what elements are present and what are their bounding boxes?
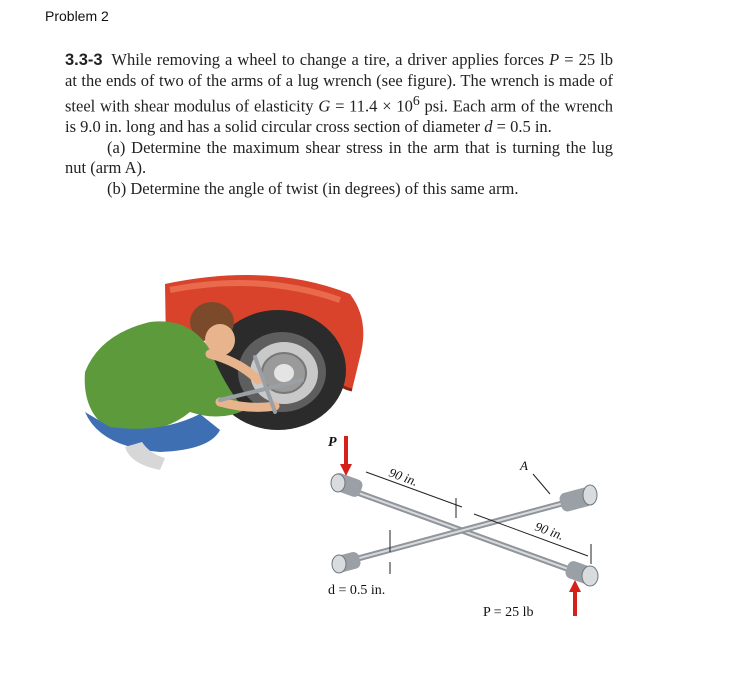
problem-statement: 3.3-3 While removing a wheel to change a… — [65, 50, 613, 199]
socket-top-right — [559, 484, 598, 512]
shear-rest: psi. Each arm of the wrench is 9.0 in. l… — [65, 96, 614, 137]
socket-bottom-left — [331, 551, 361, 574]
socket-top-left — [330, 473, 363, 497]
driver-illustration — [84, 302, 280, 470]
force-label-top: P — [328, 435, 337, 450]
arm-a-label: A — [519, 458, 528, 473]
diameter-equation: = 0.5 in. — [492, 117, 552, 136]
problem-intro: While removing a wheel to change a tire,… — [111, 50, 550, 69]
problem-title: Problem 2 — [45, 8, 109, 24]
shear-exponent: 6 — [412, 93, 420, 108]
problem-number: 3.3-3 — [65, 51, 103, 69]
socket-bottom-right — [565, 561, 599, 587]
force-arrow-top — [340, 436, 352, 476]
part-b: (b) Determine the angle of twist (in deg… — [107, 178, 519, 198]
force-symbol: P — [549, 50, 560, 69]
lug-wrench-figure: P 90 in. A 90 in. d = 0.5 in. P = 25 lb — [84, 275, 599, 620]
dimension-lines — [365, 471, 592, 574]
lug-wrench-diagram: P 90 in. A 90 in. d = 0.5 in. P = 25 lb — [328, 435, 599, 620]
problem-body: 3.3-3 While removing a wheel to change a… — [65, 50, 613, 138]
shear-symbol: G — [318, 96, 331, 116]
length-label-2: 90 in. — [533, 519, 566, 543]
diameter-symbol: d — [484, 117, 493, 136]
force-arrow-bottom — [569, 580, 581, 616]
shear-equation: = 11.4 × 10 — [330, 96, 413, 116]
part-a: (a) Determine the maximum shear stress i… — [65, 137, 613, 178]
diameter-label: d = 0.5 in. — [328, 583, 385, 598]
wrench-in-use-illustration — [218, 355, 304, 414]
force-label-bottom: P = 25 lb — [483, 605, 534, 620]
force-equation: = 25 lb at the ends of two of the arms o… — [65, 50, 613, 116]
